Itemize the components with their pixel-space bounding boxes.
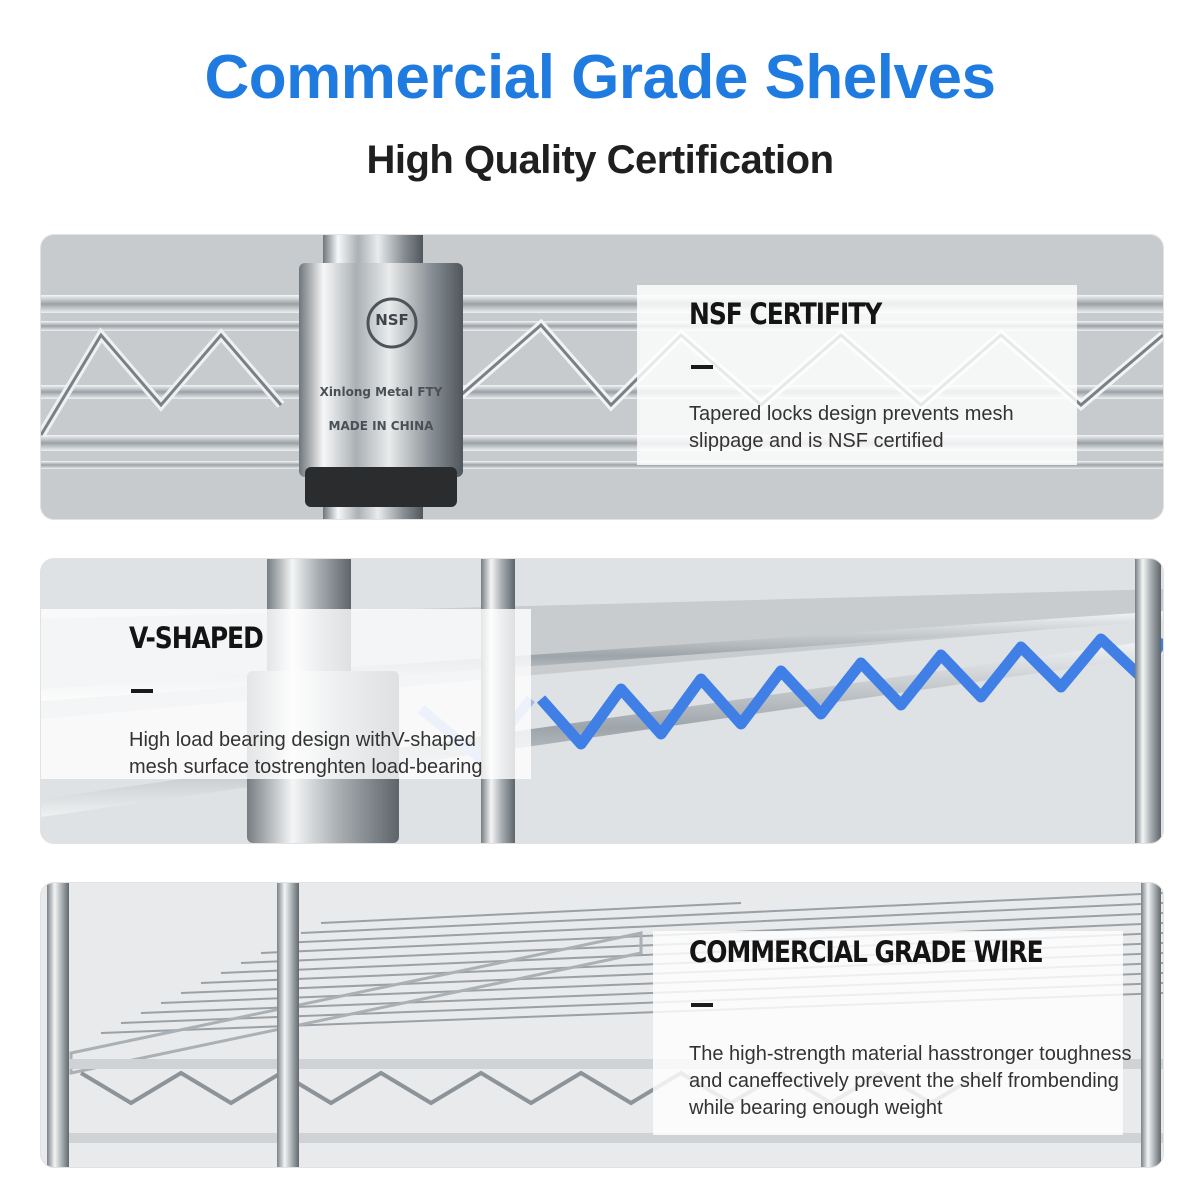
- v-shaped-shelf-photo: [41, 559, 1163, 843]
- nsf-description: Tapered locks design prevents mesh slipp…: [689, 403, 1014, 452]
- nsf-text-card: [637, 285, 1077, 465]
- nsf-dash: [691, 365, 713, 369]
- nsf-heading: NSF CERTIFITY: [689, 297, 882, 331]
- page-title: Commercial Grade Shelves: [204, 43, 996, 112]
- wire-text-card: [653, 931, 1123, 1135]
- page-subtitle: High Quality Certification: [366, 138, 834, 182]
- wire-description: The high-strength material hasstronger t…: [689, 1043, 1132, 1119]
- v-shaped-heading: V-SHAPED: [129, 621, 264, 655]
- feature-panel-v-shaped: V-SHAPED High load bearing design withV-…: [40, 558, 1164, 844]
- wire-heading: COMMERCIAL GRADE WIRE: [689, 935, 1044, 969]
- collar-origin-text: MADE IN CHINA: [328, 419, 434, 433]
- feature-panel-wire: COMMERCIAL GRADE WIRE The high-strength …: [40, 882, 1164, 1168]
- wire-dash: [691, 1003, 713, 1007]
- feature-panel-nsf: NSF Xinlong Metal FTY MADE IN CHINA NSF …: [40, 234, 1164, 520]
- v-shaped-description: High load bearing design withV-shaped me…: [129, 729, 483, 778]
- collar-logo-text: NSF: [375, 311, 409, 329]
- v-shaped-dash: [131, 689, 153, 693]
- collar-maker-text: Xinlong Metal FTY: [319, 385, 443, 399]
